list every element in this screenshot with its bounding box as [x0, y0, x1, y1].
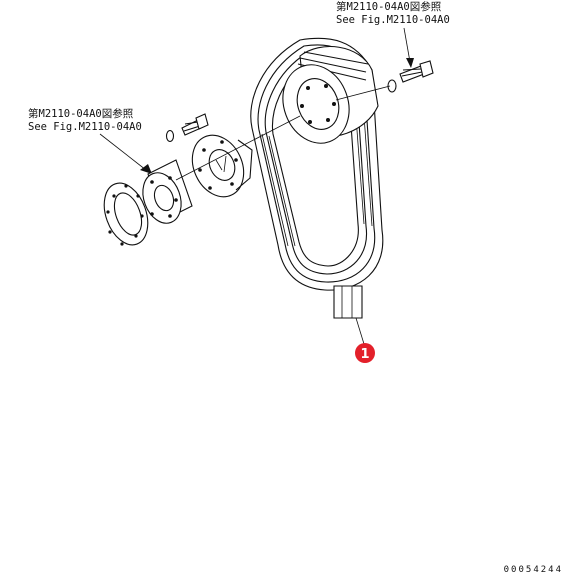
reference-label-left[interactable]: 第M2110-04A0図参照 See Fig.M2110-04A0	[28, 107, 142, 133]
coupling-hub	[142, 159, 193, 224]
leader-line-callout	[355, 317, 365, 345]
callout-number: 1	[360, 347, 369, 362]
leader-arrow-left	[140, 164, 152, 174]
reference-label-en: See Fig.M2110-04A0	[336, 14, 450, 26]
leader-line-left	[99, 133, 147, 171]
upper-pulley	[282, 45, 379, 144]
bolt-top-right	[399, 60, 434, 83]
reference-label-left-jp: 第M2110-04A0図参照	[28, 107, 134, 120]
hub-flange	[191, 134, 253, 198]
callout-badge-circle	[355, 343, 375, 363]
reference-label-jp: 第M2110-04A0図参照	[336, 0, 442, 13]
gasket-plate	[103, 182, 149, 246]
bolt-left	[181, 113, 209, 136]
washer-top-right	[387, 79, 397, 93]
belt-tail	[333, 285, 363, 319]
reference-label-left-en: See Fig.M2110-04A0	[28, 121, 142, 133]
drawing-number: 00054244	[504, 565, 563, 575]
callout-badge-1[interactable]: 1	[355, 343, 375, 363]
leader-line-top	[403, 27, 411, 63]
washer-left	[165, 129, 175, 143]
axis-line-right	[335, 85, 391, 101]
leader-arrow-top	[406, 58, 414, 68]
reference-label-top-right[interactable]: 第M2110-04A0図参照 See Fig.M2110-04A0	[336, 0, 450, 26]
axis-line-left	[175, 115, 301, 181]
